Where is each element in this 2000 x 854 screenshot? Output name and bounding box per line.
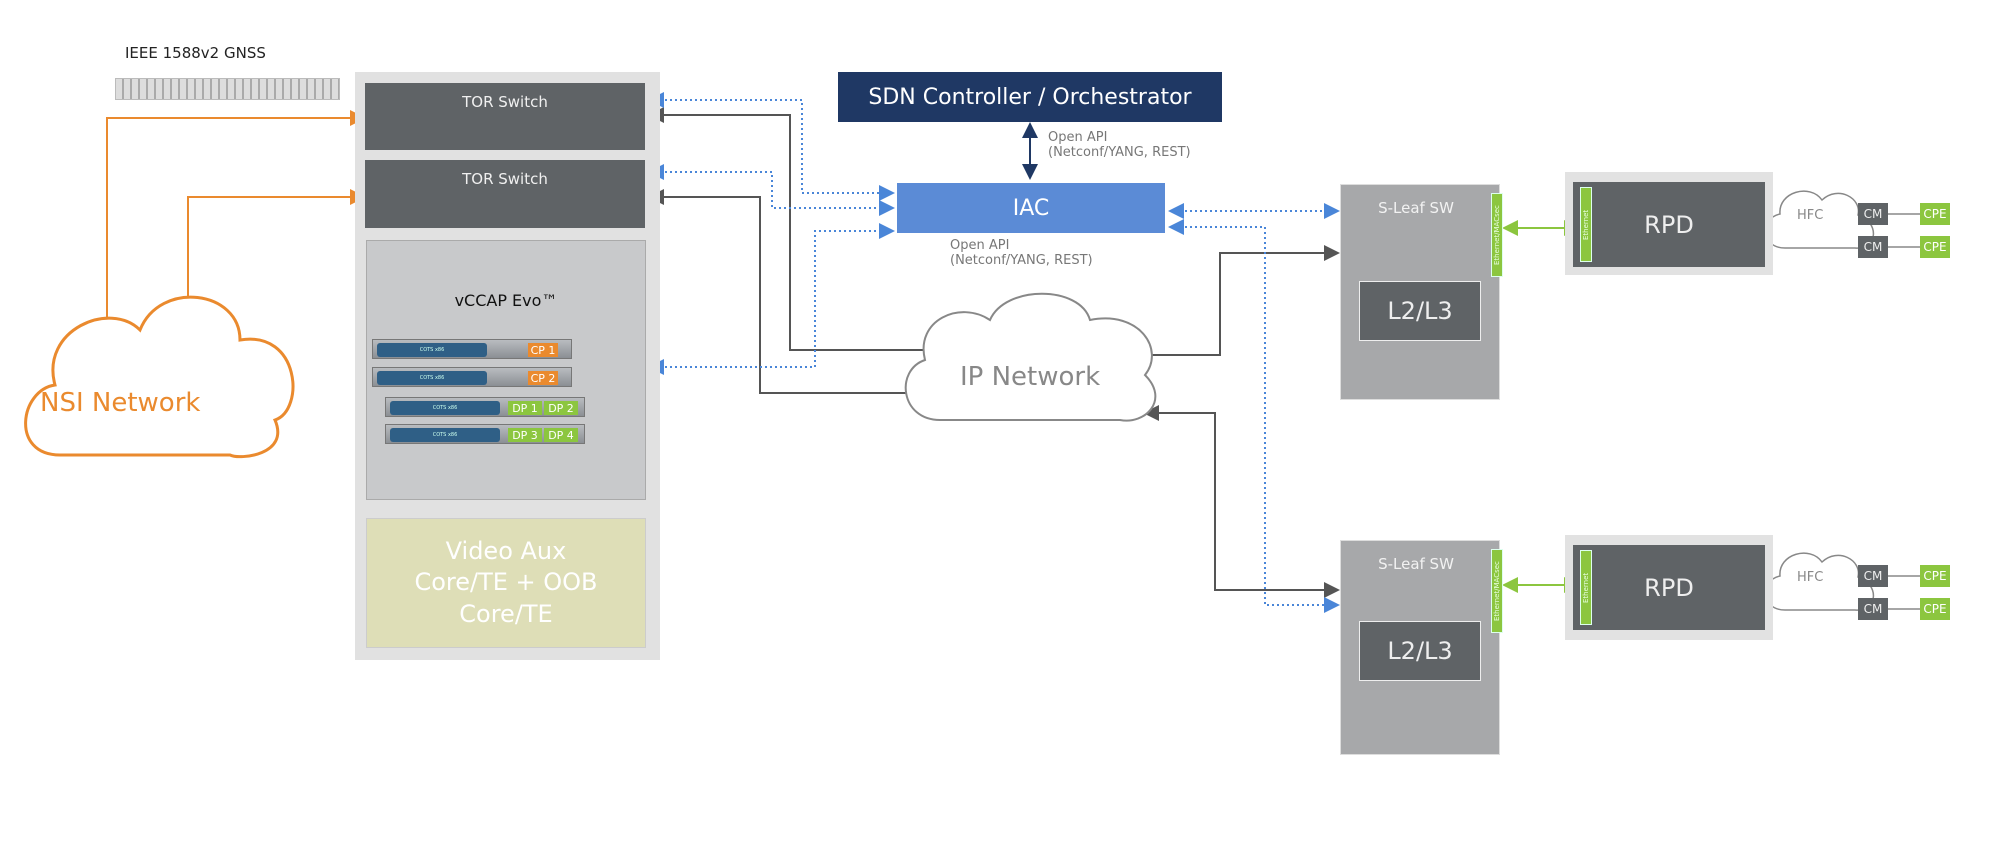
- open-api-label-bottom: Open API(Netconf/YANG, REST): [950, 238, 1093, 268]
- l2l3-box: L2/L3: [1359, 621, 1481, 681]
- sdn-controller: SDN Controller / Orchestrator: [838, 72, 1222, 122]
- rpd-1: RPD: [1573, 182, 1765, 267]
- cpe-device: CPE: [1920, 203, 1950, 225]
- ip-cloud-shape: [904, 292, 1157, 422]
- server-label: COTS x86: [377, 343, 487, 357]
- open-api-text: Open API: [1048, 130, 1108, 145]
- server-label: COTS x86: [390, 401, 500, 415]
- server-cp1: COTS x86 CP 1: [372, 339, 572, 359]
- s-leaf-label: S-Leaf SW: [1378, 555, 1454, 573]
- hfc-label: HFC: [1797, 208, 1824, 223]
- nsi-network-label: NSI Network: [40, 388, 201, 418]
- ip-network-label: IP Network: [960, 362, 1101, 392]
- hfc-label: HFC: [1797, 570, 1824, 585]
- server-label: COTS x86: [377, 371, 487, 385]
- open-api-protocols: (Netconf/YANG, REST): [950, 253, 1093, 268]
- server-label: COTS x86: [390, 428, 500, 442]
- open-api-protocols: (Netconf/YANG, REST): [1048, 145, 1191, 160]
- nsi-cloud-shape: [24, 295, 295, 459]
- gnss-label: IEEE 1588v2 GNSS: [125, 44, 266, 62]
- open-api-label-top: Open API(Netconf/YANG, REST): [1048, 130, 1191, 160]
- dp2-port: DP 2: [544, 401, 578, 415]
- server-cp2: COTS x86 CP 2: [372, 367, 572, 387]
- cp1-port: CP 1: [528, 343, 558, 357]
- cable-modem: CM: [1858, 236, 1888, 258]
- open-api-text: Open API: [950, 238, 1010, 253]
- video-aux-box: Video Aux Core/TE + OOB Core/TE: [366, 518, 646, 648]
- l2l3-box: L2/L3: [1359, 281, 1481, 341]
- tor-switch-2: TOR Switch: [365, 160, 645, 228]
- nsi-tor1-link: [99, 110, 366, 392]
- dp3-port: DP 3: [508, 428, 542, 442]
- ethernet-macsec-port: Ethernet/MACsec: [1491, 193, 1503, 277]
- cable-modem: CM: [1858, 598, 1888, 620]
- s-leaf-label: S-Leaf SW: [1378, 199, 1454, 217]
- ethernet-macsec-port: Ethernet/MACsec: [1491, 549, 1503, 633]
- gnss-device-image: [115, 78, 340, 100]
- cpe-device: CPE: [1920, 565, 1950, 587]
- vccap-title: vCCAP Evo™: [454, 291, 558, 310]
- cp2-port: CP 2: [528, 371, 558, 385]
- rpd-frame-2: RPD Ethernet: [1565, 535, 1773, 640]
- rpd-2: RPD: [1573, 545, 1765, 630]
- tor-switch-1: TOR Switch: [365, 83, 645, 150]
- cable-modem: CM: [1858, 203, 1888, 225]
- s-leaf-switch-2: S-Leaf SW L2/L3 Ethernet/MACsec: [1340, 540, 1503, 755]
- cpe-device: CPE: [1920, 598, 1950, 620]
- rpd-frame-1: RPD Ethernet: [1565, 172, 1773, 275]
- iac-box: IAC: [897, 183, 1165, 233]
- nsi-tor2-link: [180, 189, 366, 327]
- dp1-port: DP 1: [508, 401, 542, 415]
- rpd-ethernet-port: Ethernet: [1580, 187, 1592, 262]
- cable-modem: CM: [1858, 565, 1888, 587]
- cpe-device: CPE: [1920, 236, 1950, 258]
- rpd-ethernet-port: Ethernet: [1580, 550, 1592, 625]
- dp4-port: DP 4: [544, 428, 578, 442]
- s-leaf-switch-1: S-Leaf SW L2/L3 Ethernet/MACsec: [1340, 184, 1503, 400]
- vccap-box: vCCAP Evo™ COTS x86 CP 1 COTS x86 CP 2 COT…: [366, 240, 646, 500]
